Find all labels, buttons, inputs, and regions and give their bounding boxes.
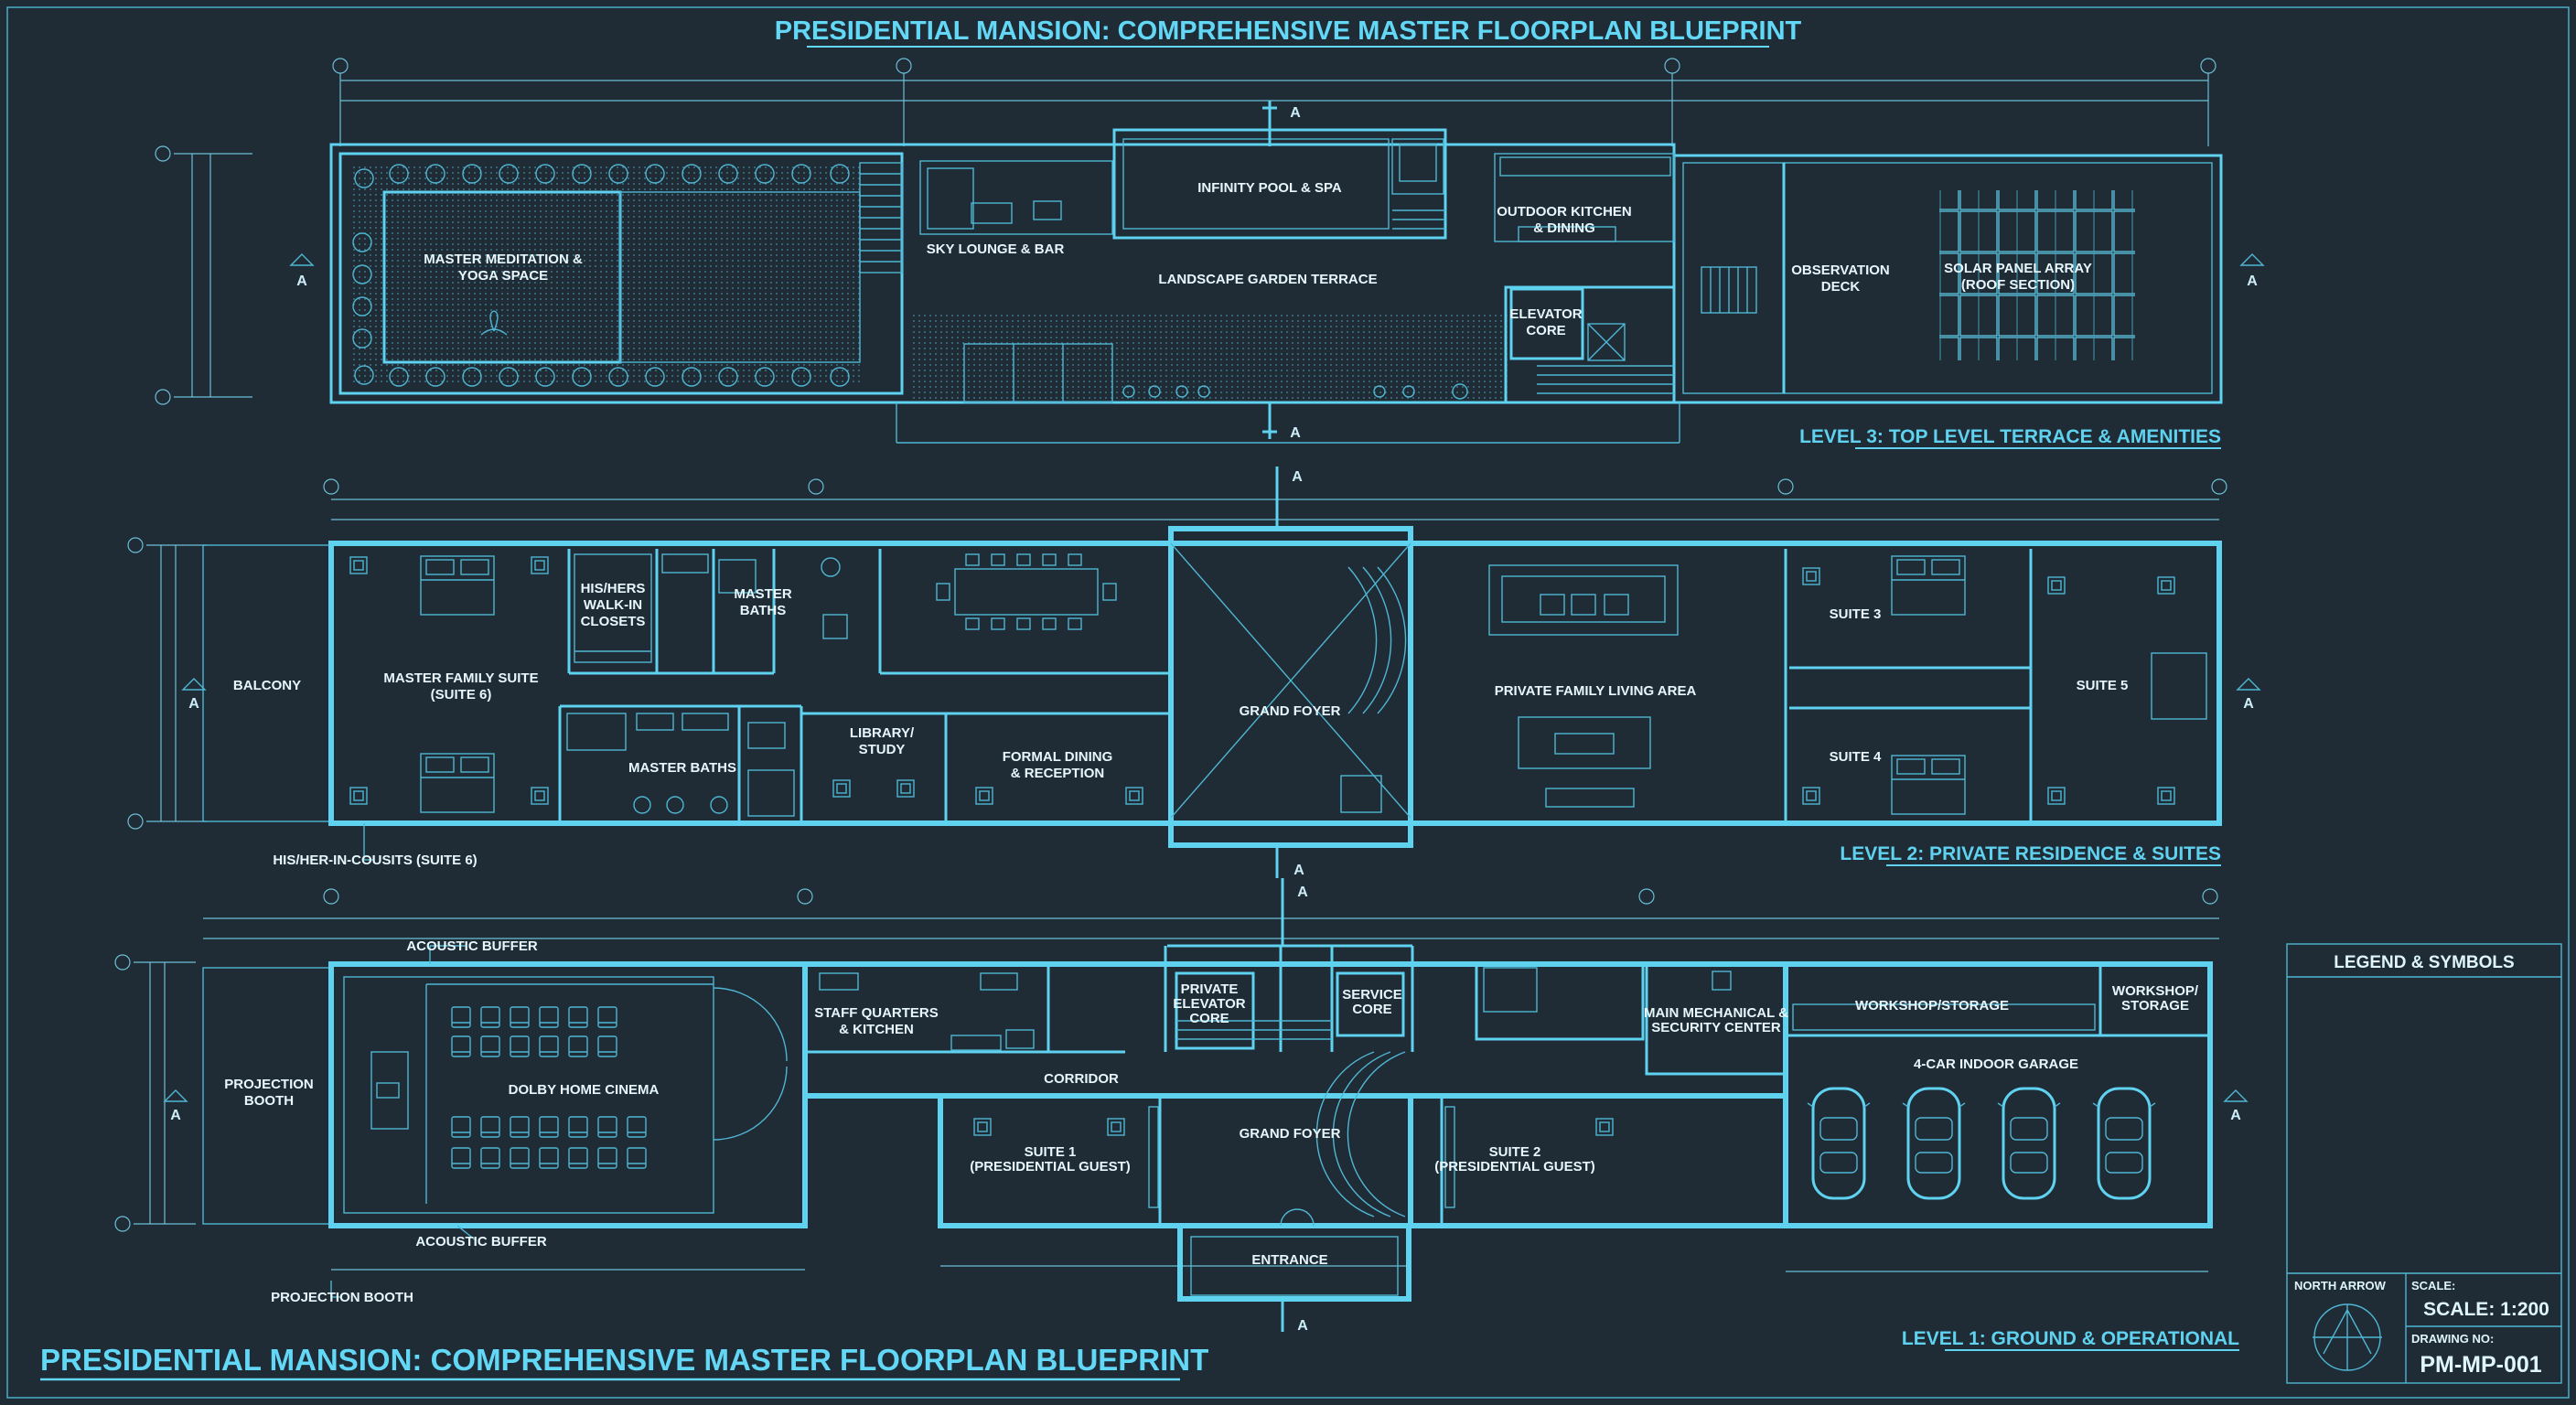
room-workshop2-2: STORAGE: [2121, 998, 2189, 1014]
scale-value: SCALE: 1:200: [2423, 1299, 2549, 1320]
svg-text:A: A: [1293, 863, 1304, 878]
room-service-1: SERVICE: [1342, 987, 1402, 1003]
room-master-suite-1: MASTER FAMILY SUITE: [383, 670, 538, 686]
room-staff-1: STAFF QUARTERS: [814, 1005, 939, 1021]
svg-text:A: A: [296, 273, 307, 289]
level-2-plan: A A A A BALCONY MASTER FAMILY SUITE (SUI…: [127, 467, 2261, 878]
north-arrow-icon: [2313, 1303, 2382, 1371]
callout-his-her-ensuites: HIS/HER-IN-COUSITS (SUITE 6): [273, 853, 477, 868]
room-master-baths-top-2: BATHS: [740, 603, 787, 618]
legend-box: LEGEND & SYMBOLS NORTH ARROW SCALE: SCAL…: [2286, 943, 2562, 1384]
room-balcony: BALCONY: [233, 678, 301, 693]
svg-text:A: A: [2247, 273, 2258, 289]
room-garage: 4-CAR INDOOR GARAGE: [1914, 1056, 2078, 1072]
drawing-number: PM-MP-001: [2420, 1352, 2541, 1378]
room-elevator-1: ELEVATOR: [1509, 306, 1582, 322]
callout-acoustic-buffer-bottom: ACOUSTIC BUFFER: [415, 1234, 546, 1249]
main-title: PRESIDENTIAL MANSION: COMPREHENSIVE MAST…: [775, 16, 1802, 46]
svg-text:A: A: [1297, 1318, 1308, 1334]
room-outdoor-kitchen-1: OUTDOOR KITCHEN: [1497, 204, 1632, 220]
svg-text:A: A: [170, 1108, 181, 1123]
svg-text:A: A: [188, 696, 199, 712]
room-meditation-1: MASTER MEDITATION &: [424, 252, 583, 267]
svg-text:A: A: [2230, 1108, 2241, 1123]
level-2-label: LEVEL 2: PRIVATE RESIDENCE & SUITES: [1840, 843, 2221, 864]
drawing-no-label: DRAWING NO:: [2411, 1332, 2494, 1346]
callout-projection-booth: PROJECTION BOOTH: [271, 1290, 413, 1305]
room-meditation-2: YOGA SPACE: [458, 268, 548, 284]
room-outdoor-kitchen-2: & DINING: [1533, 220, 1595, 236]
room-solar-2: (ROOF SECTION): [1961, 277, 2075, 293]
room-suite-2-2: (PRESIDENTIAL GUEST): [1434, 1159, 1595, 1174]
room-formal-dining-1: FORMAL DINING: [1003, 749, 1113, 765]
room-master-baths: MASTER BATHS: [628, 760, 736, 776]
room-solar-1: SOLAR PANEL ARRAY: [1944, 261, 2092, 276]
room-elevator-2: CORE: [1526, 323, 1565, 338]
room-suite-1-2: (PRESIDENTIAL GUEST): [970, 1159, 1131, 1174]
room-projection-1: PROJECTION: [224, 1077, 314, 1092]
svg-text:A: A: [1290, 425, 1301, 441]
room-master-baths-top-1: MASTER: [734, 586, 792, 602]
svg-text:A: A: [2243, 696, 2254, 712]
north-arrow-label: NORTH ARROW: [2294, 1279, 2387, 1292]
room-master-suite-2: (SUITE 6): [431, 687, 492, 702]
room-observation-1: OBSERVATION: [1791, 263, 1890, 278]
room-corridor: CORRIDOR: [1044, 1071, 1119, 1087]
svg-text:A: A: [1292, 469, 1303, 485]
level-1-plan: A A A A PROJECTION BOOTH DOLBY HOME CINE…: [114, 878, 2249, 1351]
room-private-elevator-3: CORE: [1189, 1011, 1229, 1026]
room-grand-foyer-l1: GRAND FOYER: [1240, 1126, 1341, 1142]
callout-acoustic-buffer-top: ACOUSTIC BUFFER: [406, 938, 537, 954]
room-service-2: CORE: [1352, 1002, 1391, 1017]
room-grand-foyer-l2: GRAND FOYER: [1240, 703, 1341, 719]
room-library-1: LIBRARY/: [850, 725, 915, 741]
room-entrance: ENTRANCE: [1251, 1252, 1327, 1268]
room-workshop2-1: WORKSHOP/: [2112, 983, 2199, 999]
room-suite-4: SUITE 4: [1830, 749, 1882, 765]
room-closets-2: WALK-IN: [584, 597, 642, 613]
room-living: PRIVATE FAMILY LIVING AREA: [1495, 683, 1697, 699]
room-suite-1-1: SUITE 1: [1025, 1144, 1077, 1160]
room-mechanical-1: MAIN MECHANICAL &: [1644, 1005, 1788, 1021]
room-observation-2: DECK: [1821, 279, 1861, 295]
room-projection-2: BOOTH: [244, 1093, 294, 1109]
svg-text:A: A: [1290, 105, 1301, 121]
footer-title: PRESIDENTIAL MANSION: COMPREHENSIVE MAST…: [40, 1343, 1208, 1377]
legend-title: LEGEND & SYMBOLS: [2334, 953, 2514, 972]
room-mechanical-2: SECURITY CENTER: [1651, 1020, 1781, 1035]
scale-label: SCALE:: [2411, 1279, 2455, 1292]
level-3-plan: A A A A MASTER MEDITATION & YOGA SPACE S…: [155, 58, 2265, 449]
room-sky-lounge: SKY LOUNGE & BAR: [927, 241, 1065, 257]
room-suite-3: SUITE 3: [1830, 606, 1882, 622]
room-library-2: STUDY: [859, 742, 906, 757]
room-private-elevator-1: PRIVATE: [1181, 981, 1239, 997]
level-3-label: LEVEL 3: TOP LEVEL TERRACE & AMENITIES: [1799, 426, 2221, 447]
room-garden: LANDSCAPE GARDEN TERRACE: [1158, 272, 1377, 287]
room-suite-2-1: SUITE 2: [1489, 1144, 1541, 1160]
svg-text:A: A: [1297, 885, 1308, 900]
level-1-label: LEVEL 1: GROUND & OPERATIONAL: [1902, 1328, 2239, 1349]
room-suite-5: SUITE 5: [2077, 678, 2129, 693]
room-pool: INFINITY POOL & SPA: [1197, 180, 1342, 196]
room-private-elevator-2: ELEVATOR: [1173, 996, 1245, 1012]
room-staff-2: & KITCHEN: [839, 1022, 914, 1037]
room-workshop: WORKSHOP/STORAGE: [1855, 998, 2009, 1014]
room-closets-1: HIS/HERS: [581, 581, 646, 596]
room-formal-dining-2: & RECEPTION: [1011, 766, 1105, 781]
room-closets-3: CLOSETS: [581, 614, 646, 629]
room-cinema: DOLBY HOME CINEMA: [509, 1082, 660, 1098]
